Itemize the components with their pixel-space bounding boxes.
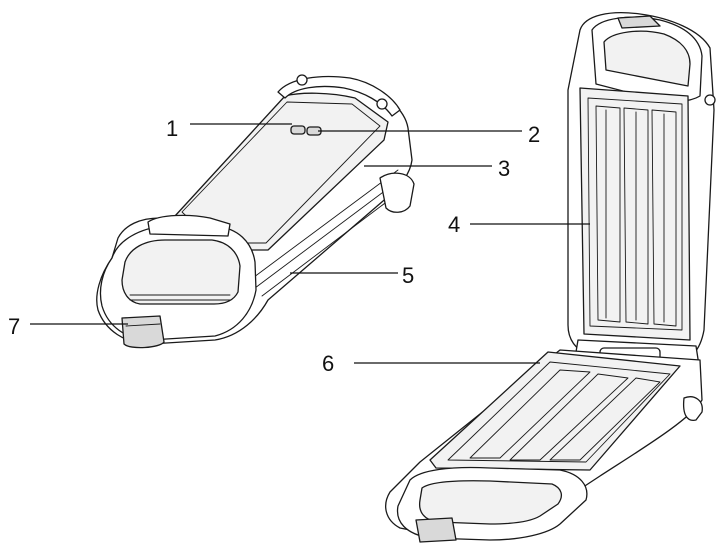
svg-text:5: 5 [402,263,414,288]
svg-text:7: 7 [8,314,20,339]
callout-1: 1 [166,116,292,141]
callout-7: 7 [8,314,128,339]
closed-appliance [96,74,415,349]
callout-2: 2 [318,122,540,147]
callout-5: 5 [290,263,414,288]
indicator-light-1 [290,125,306,135]
front-latch [121,315,165,349]
open-appliance [385,12,716,543]
svg-text:1: 1 [166,116,178,141]
svg-text:3: 3 [498,156,510,181]
callout-6: 6 [322,351,540,376]
callout-4: 4 [448,212,590,237]
svg-text:4: 4 [448,212,460,237]
upper-cooking-plate [579,87,691,341]
callout-3: 3 [364,156,510,181]
svg-text:6: 6 [322,351,334,376]
svg-text:2: 2 [528,122,540,147]
